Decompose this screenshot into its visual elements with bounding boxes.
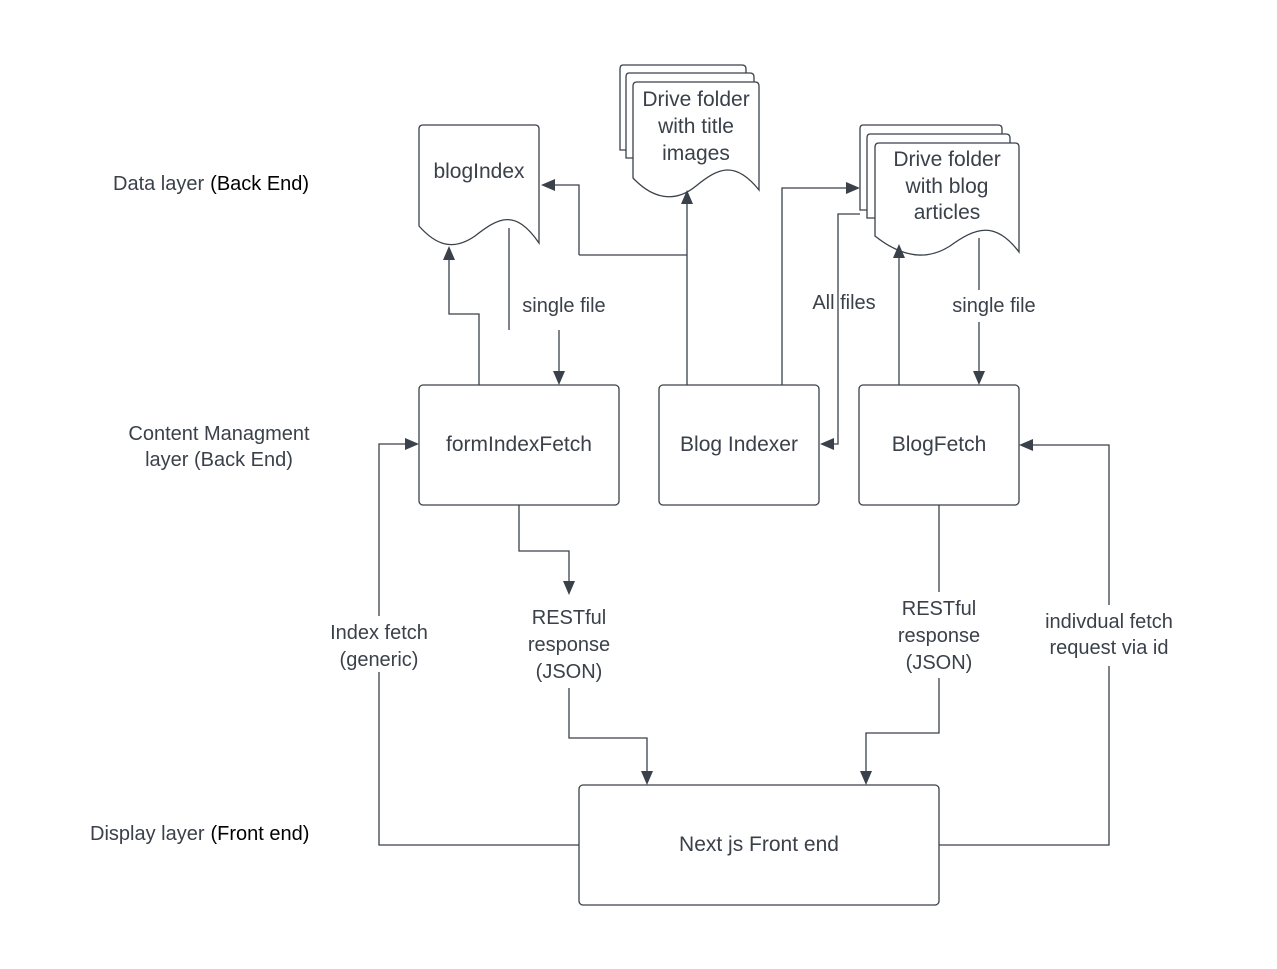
- content-layer-label-line1: Content Managment: [128, 423, 310, 445]
- restful-right-label-line1: RESTful: [902, 598, 976, 620]
- individual-fetch-label-line1: indivdual fetch: [1045, 611, 1173, 633]
- edge-blog-fetch-to-blog-articles: [893, 244, 905, 385]
- edge-blog-indexer-to-title-images: [579, 190, 693, 385]
- index-fetch-label-line1: Index fetch: [330, 622, 428, 644]
- content-layer-label-line2: layer (Back End): [145, 449, 293, 471]
- edge-form-index-fetch-to-blog-index: [443, 246, 480, 385]
- display-layer-qualifier: (Front end): [210, 823, 309, 845]
- restful-left-label-line2: response: [528, 634, 610, 656]
- title-images-label-line3: images: [662, 142, 730, 165]
- front-end-box: Next js Front end: [578, 784, 940, 906]
- blog-articles-label-line3: articles: [914, 201, 981, 224]
- edge-front-end-to-blog-fetch: [939, 439, 1110, 846]
- blog-fetch-box: BlogFetch: [858, 384, 1020, 506]
- form-index-fetch-box: formIndexFetch: [418, 384, 620, 506]
- blog-indexer-box: Blog Indexer: [658, 384, 820, 506]
- edge-blog-indexer-to-blog-index: [541, 179, 580, 255]
- data-layer-qualifier: (Back End): [210, 173, 309, 195]
- front-end-label: Next js Front end: [679, 833, 839, 856]
- edge-blog-articles-to-blog-indexer: [820, 213, 860, 450]
- blog-index-label: blogIndex: [433, 160, 525, 183]
- title-images-label-line2: with title: [657, 115, 734, 138]
- edge-blog-articles-to-blog-fetch: [973, 238, 985, 385]
- edge-blog-index-to-form-index-fetch: [508, 228, 565, 385]
- data-layer-name: Data layer: [113, 173, 204, 195]
- restful-left-label-line3: (JSON): [536, 661, 603, 683]
- single-file-label-left: single file: [522, 295, 605, 317]
- display-layer-label: Display layer(Front end): [90, 823, 309, 845]
- blog-articles-folder: Drive folder with blog articles: [859, 124, 1020, 256]
- index-fetch-label-line2: (generic): [340, 649, 419, 671]
- title-images-label-line1: Drive folder: [642, 88, 749, 111]
- all-files-label: All files: [812, 292, 875, 314]
- blog-fetch-label: BlogFetch: [892, 433, 987, 456]
- edge-front-end-to-form-index-fetch: [378, 438, 579, 846]
- data-layer-label: Data layer (Back End): [113, 173, 309, 195]
- restful-left-label-line1: RESTful: [532, 607, 606, 629]
- form-index-fetch-label: formIndexFetch: [446, 433, 592, 456]
- edge-blog-fetch-to-front-end: [860, 505, 940, 785]
- blog-articles-label-line2: with blog: [905, 175, 989, 198]
- blog-articles-label-line1: Drive folder: [893, 148, 1000, 171]
- restful-right-label-line2: response: [898, 625, 980, 647]
- edge-blog-indexer-to-blog-articles: [781, 182, 860, 385]
- edge-form-index-fetch-to-front-end: [518, 505, 653, 785]
- blog-index-document: blogIndex: [418, 124, 540, 246]
- title-images-folder: Drive folder with title images: [619, 64, 760, 198]
- display-layer-name: Display layer: [90, 823, 205, 845]
- single-file-label-right: single file: [952, 295, 1035, 317]
- individual-fetch-label-line2: request via id: [1050, 637, 1169, 659]
- restful-right-label-line3: (JSON): [906, 652, 973, 674]
- blog-indexer-label: Blog Indexer: [680, 433, 798, 456]
